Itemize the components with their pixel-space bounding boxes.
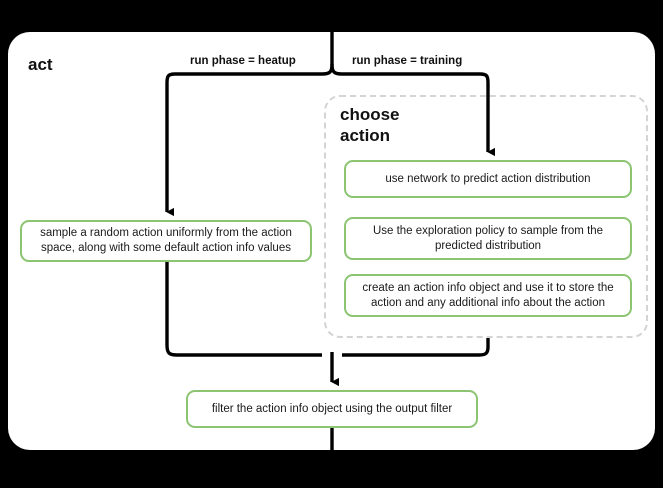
node-create-action-info[interactable]: create an action info object and use it … [344, 274, 632, 317]
edge-label-training: run phase = training [352, 55, 463, 67]
choose-action-section-title: choose action [340, 105, 400, 145]
edge-label-heatup: run phase = heatup [190, 55, 296, 67]
node-use-network[interactable]: use network to predict action distributi… [344, 160, 632, 198]
act-section-title: act [28, 55, 53, 74]
node-filter-action-info[interactable]: filter the action info object using the … [186, 390, 478, 428]
node-sample-random-action[interactable]: sample a random action uniformly from th… [20, 220, 312, 262]
node-exploration-policy[interactable]: Use the exploration policy to sample fro… [344, 217, 632, 260]
